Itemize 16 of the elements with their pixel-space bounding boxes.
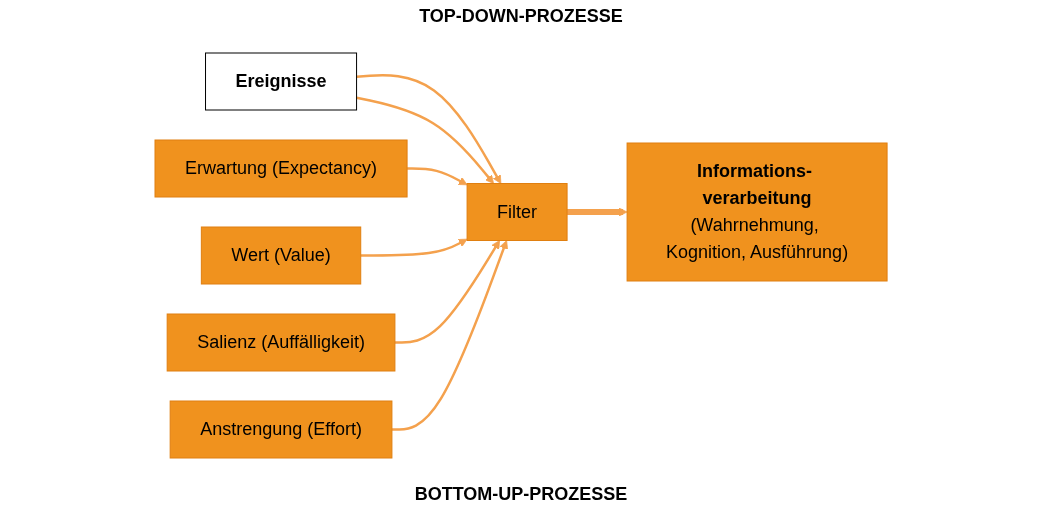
node-box: Wert (Value) <box>200 226 362 285</box>
arrow <box>356 96 494 184</box>
arrow <box>360 238 468 257</box>
section-heading: BOTTOM-UP-PROZESSE <box>414 484 628 505</box>
node-box: Filter <box>466 183 568 241</box>
arrow <box>407 167 468 186</box>
arrow <box>391 240 508 431</box>
section-heading: TOP-DOWN-PROZESSE <box>419 6 623 27</box>
node-box: Ereignisse <box>204 52 357 111</box>
node-box: Salienz (Auffälligkeit) <box>166 313 396 372</box>
node-box: Informations- verarbeitung (Wahrnehmung, Kognition, Ausführung) <box>626 142 888 282</box>
arrow <box>567 207 628 217</box>
arrow <box>394 240 500 344</box>
node-box: Anstrengung (Effort) <box>169 400 393 459</box>
arrow <box>356 74 502 184</box>
node-box: Erwartung (Expectancy) <box>154 139 408 198</box>
